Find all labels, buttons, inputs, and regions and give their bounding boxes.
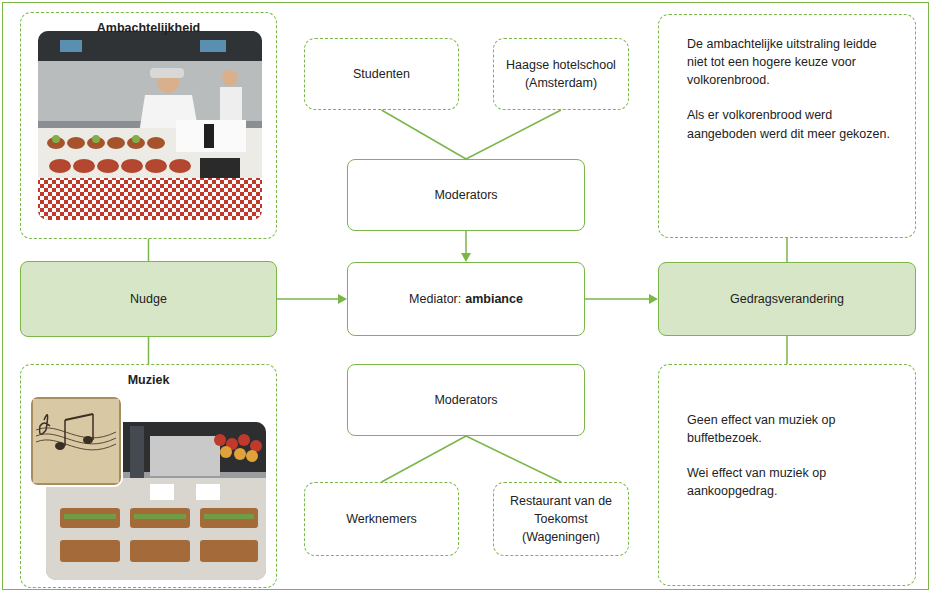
result-note: De ambachtelijke uitstraling leidde niet…: [658, 14, 916, 238]
connector-line: [466, 436, 561, 482]
connector-stroke: [382, 436, 467, 482]
moderator-group: Haagse hotelschool (Amsterdam): [493, 38, 629, 110]
node-label: Mediator:: [409, 290, 461, 308]
node-body: ambiance: [465, 290, 523, 308]
moderator-box: Moderators: [347, 159, 585, 231]
node-label: Gedragsverandering: [730, 290, 844, 308]
connector-arrow: [277, 294, 347, 304]
arrow-head: [461, 253, 471, 262]
connector-line: [787, 336, 788, 364]
nudge-box: Nudge: [20, 261, 277, 337]
node-label: Nudge: [130, 290, 167, 308]
node-label: Muziek: [128, 371, 170, 389]
connector-stroke: [786, 238, 788, 262]
photo-panel: Ambachtelijkheid: [20, 12, 277, 239]
connector-line: [382, 110, 467, 159]
mediator-box: Mediator:ambiance: [347, 262, 585, 336]
result-note: Geen effect van muziek op buffetbezoek. W…: [658, 364, 916, 586]
connector-line: [148, 239, 149, 261]
arrow-head: [649, 294, 658, 304]
node-label: Werknemers: [346, 510, 417, 528]
node-label: Studenten: [353, 65, 410, 83]
connector-stroke: [585, 298, 651, 300]
connector-stroke: [465, 231, 467, 255]
node-label: Geen effect van muziek op buffetbezoek.: [687, 411, 899, 447]
node-label: De ambachtelijke uitstraling leidde niet…: [687, 35, 899, 89]
moderator-group: Studenten: [304, 38, 459, 110]
node-label: Moderators: [434, 186, 497, 204]
connector-stroke: [277, 298, 340, 300]
moderator-group: Restaurant van de Toekomst (Wageningen): [493, 482, 629, 556]
node-body: Wei effect van muziek op aankoopgedrag.: [687, 464, 899, 500]
outcome-box: Gedragsverandering: [658, 262, 916, 336]
connector-stroke: [148, 337, 150, 364]
moderator-box: Moderators: [347, 364, 585, 436]
connector-stroke: [148, 239, 150, 261]
node-label: Haagse hotelschool (Amsterdam): [504, 56, 618, 92]
connector-line: [382, 436, 467, 482]
connector-line: [466, 110, 561, 159]
node-body: Als er volkorenbrood werd aangeboden wer…: [687, 106, 899, 142]
connector-line: [148, 337, 149, 364]
connector-stroke: [382, 110, 467, 159]
connector-arrow: [461, 231, 471, 262]
craft-photo: [38, 31, 262, 220]
connector-line: [787, 238, 788, 262]
node-label: Moderators: [434, 391, 497, 409]
music-icon: [30, 396, 122, 486]
connector-stroke: [466, 436, 561, 482]
connector-stroke: [466, 110, 561, 159]
moderator-group: Werknemers: [304, 482, 459, 556]
arrow-head: [338, 294, 347, 304]
photo-panel: Muziek: [20, 364, 277, 588]
connector-stroke: [786, 336, 788, 364]
node-label: Restaurant van de Toekomst (Wageningen): [504, 492, 618, 546]
connector-arrow: [585, 294, 658, 304]
node-label: Ambachtelijkheid: [97, 19, 201, 37]
